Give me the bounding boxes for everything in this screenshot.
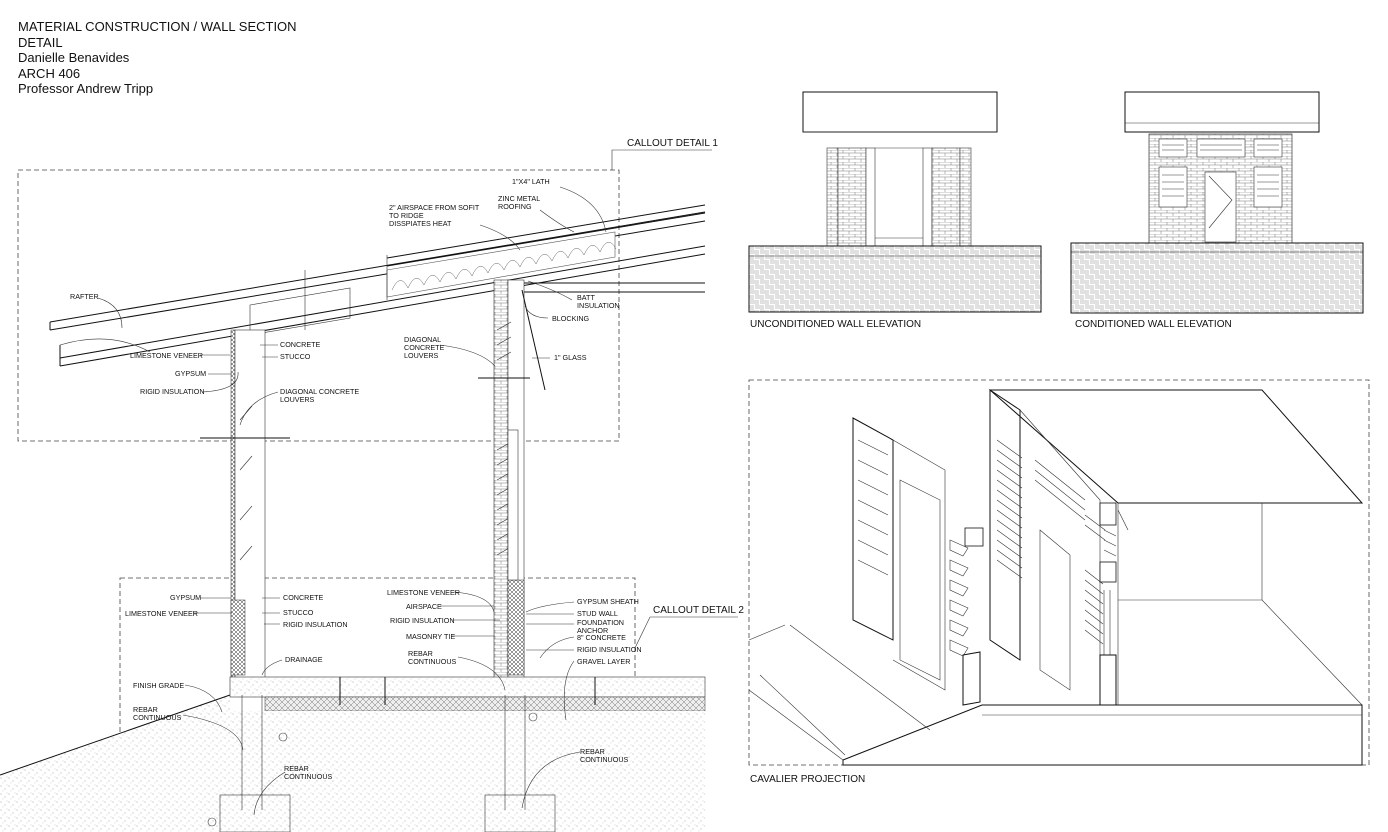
- cavalier-projection-label: CAVALIER PROJECTION: [750, 774, 865, 785]
- conditioned-elevation: CONDITIONED WALL ELEVATION: [1070, 91, 1364, 330]
- author-name: Danielle Benavides: [18, 50, 130, 65]
- label-airspace: AIRSPACE: [406, 602, 442, 611]
- foundation: [0, 676, 706, 832]
- title-line-1: MATERIAL CONSTRUCTION / WALL SECTION: [18, 19, 297, 34]
- label-rigid-insulation-right: RIGID INSULATION: [390, 616, 455, 625]
- label-limestone-veneer-bottom: LIMESTONE VENEER: [125, 609, 198, 618]
- label-rebar-left-2: CONTINUOUS: [133, 713, 182, 722]
- title-block: MATERIAL CONSTRUCTION / WALL SECTION DET…: [18, 19, 297, 97]
- label-rebar-mid-2: CONTINUOUS: [284, 772, 333, 781]
- label-rebar-cont-1: REBAR: [408, 649, 433, 658]
- label-stucco-top: STUCCO: [280, 352, 311, 361]
- callout-2-label: CALLOUT DETAIL 2: [653, 605, 744, 616]
- label-airspace-1: 2" AIRSPACE FROM SOFIT: [389, 203, 480, 212]
- label-zinc-2: ROOFING: [498, 202, 532, 211]
- label-diag-louvers-2: LOUVERS: [280, 395, 315, 404]
- label-foundation-anchor-2: ANCHOR: [577, 626, 608, 635]
- label-gypsum-bottom: GYPSUM: [170, 593, 201, 602]
- label-gypsum-top: GYPSUM: [175, 369, 206, 378]
- label-finish-grade: FINISH GRADE: [133, 681, 184, 690]
- label-rigid-insulation-top: RIGID INSULATION: [140, 387, 205, 396]
- callout-1-box: [17, 169, 620, 442]
- unconditioned-elevation: UNCONDITIONED WALL ELEVATION: [748, 91, 1042, 330]
- label-limestone-veneer-right: LIMESTONE VENEER: [387, 588, 460, 597]
- label-airspace-3: DISSPIATES HEAT: [389, 219, 452, 228]
- callout-1-leader: [611, 149, 712, 170]
- course-code: ARCH 406: [18, 65, 81, 81]
- label-gravel-layer: GRAVEL LAYER: [577, 657, 630, 666]
- label-louvers-3: LOUVERS: [404, 351, 439, 360]
- label-batt-1: BATT: [577, 293, 595, 302]
- right-wall: [478, 279, 546, 681]
- label-glass: 1" GLASS: [554, 353, 587, 362]
- label-gypsum-sheath: GYPSUM SHEATH: [577, 597, 639, 606]
- label-louvers-2: CONCRETE: [404, 343, 445, 352]
- label-concrete-top: CONCRETE: [280, 340, 321, 349]
- label-foundation-anchor-1: FOUNDATION: [577, 618, 624, 627]
- wall-section-drawing: CALLOUT DETAIL 1 1"X4" LATH ZINC METAL R…: [0, 138, 744, 832]
- label-rebar-right-2: CONTINUOUS: [580, 755, 629, 764]
- label-zinc-1: ZINC METAL: [498, 194, 540, 203]
- label-drainage: DRAINAGE: [285, 655, 323, 664]
- label-diag-louvers-1: DIAGONAL CONCRETE: [280, 387, 359, 396]
- roof-assembly: [49, 204, 706, 367]
- label-concrete-8: 8" CONCRETE: [577, 633, 626, 642]
- label-rigid-insulation-bottom: RIGID INSULATION: [283, 620, 348, 629]
- label-rafter: RAFTER: [70, 292, 99, 301]
- label-rebar-left-1: REBAR: [133, 705, 158, 714]
- label-blocking: BLOCKING: [552, 314, 590, 323]
- conditioned-elevation-label: CONDITIONED WALL ELEVATION: [1075, 319, 1232, 330]
- cavalier-projection: CAVALIER PROJECTION: [748, 379, 1370, 785]
- callout-2-leader: [634, 616, 738, 649]
- label-stud-wall: STUD WALL: [577, 609, 618, 618]
- title-line-2: DETAIL: [18, 34, 63, 50]
- callout-1-label: CALLOUT DETAIL 1: [627, 138, 718, 149]
- label-masonry-tie: MASONRY TIE: [406, 632, 455, 641]
- unconditioned-elevation-label: UNCONDITIONED WALL ELEVATION: [750, 319, 921, 330]
- label-rigid-insulation-right-2: RIGID INSULATION: [577, 645, 642, 654]
- professor-name: Professor Andrew Tripp: [18, 81, 154, 96]
- label-lath: 1"X4" LATH: [512, 177, 550, 186]
- label-rebar-cont-2: CONTINUOUS: [408, 657, 457, 666]
- left-wall: [200, 329, 290, 681]
- label-batt-2: INSULATION: [577, 301, 620, 310]
- label-limestone-veneer-top: LIMESTONE VENEER: [130, 351, 203, 360]
- label-airspace-2: TO RIDGE: [389, 211, 424, 220]
- label-rebar-right-1: REBAR: [580, 747, 605, 756]
- annotation-leaders: [97, 186, 607, 816]
- label-louvers-1: DIAGONAL: [404, 335, 441, 344]
- label-rebar-mid-1: REBAR: [284, 764, 309, 773]
- label-stucco-bottom: STUCCO: [283, 608, 314, 617]
- label-concrete-bottom: CONCRETE: [283, 593, 324, 602]
